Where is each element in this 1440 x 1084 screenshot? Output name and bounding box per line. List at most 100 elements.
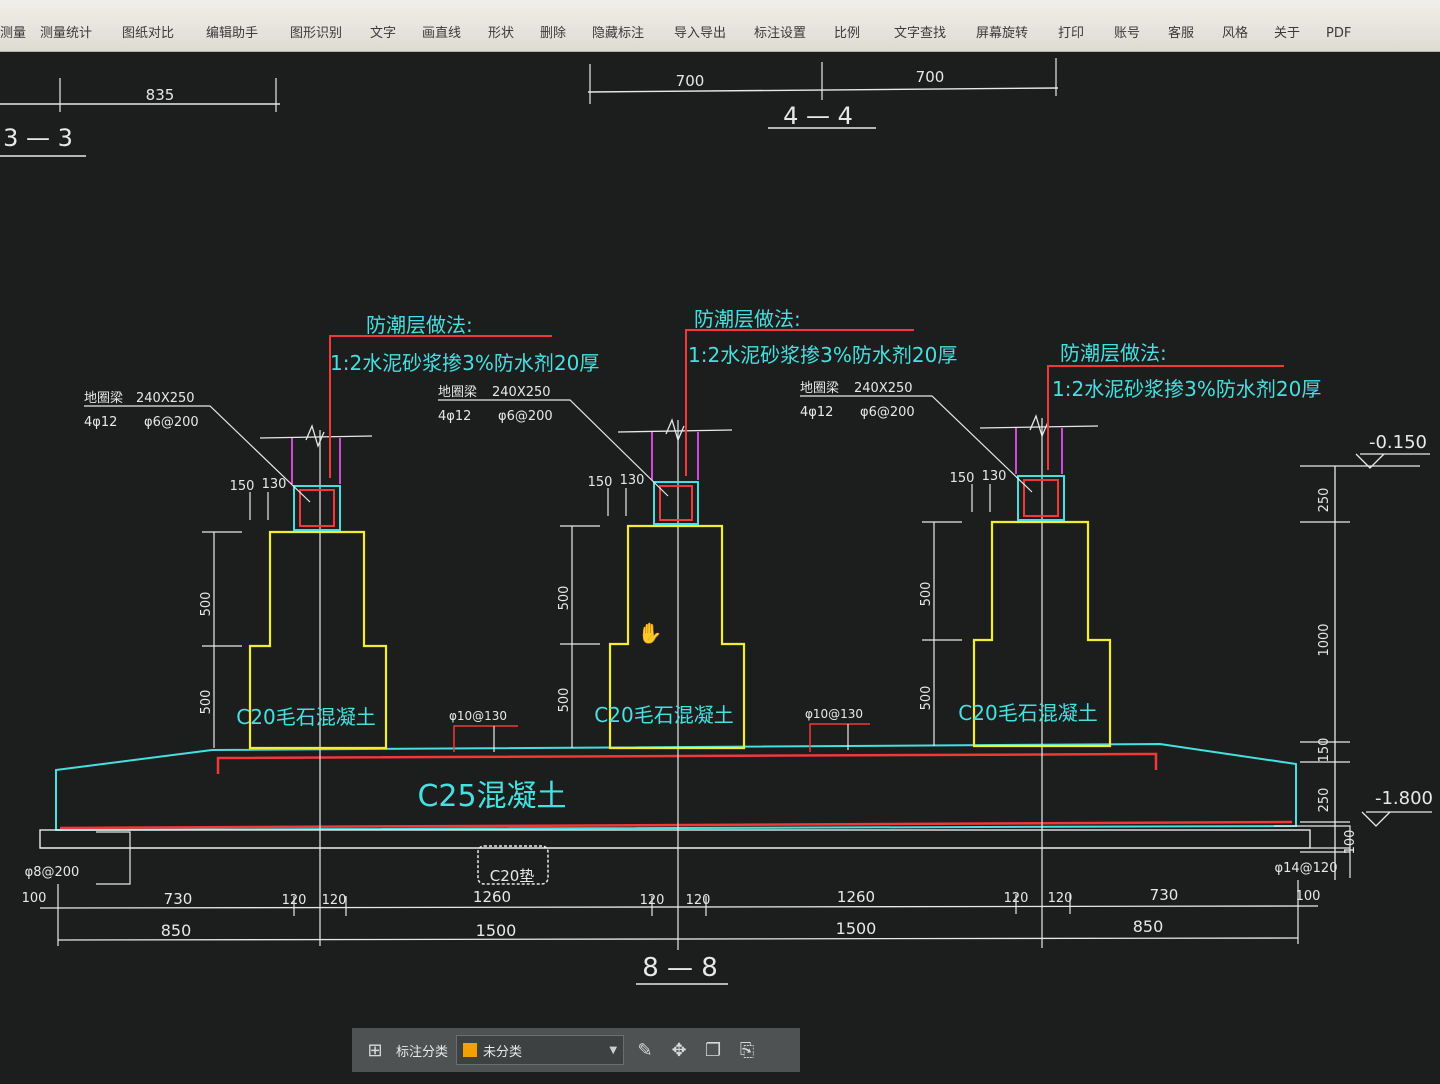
footing-label-2: C20毛石混凝土: [594, 703, 733, 727]
beam-label-2: 地圈梁: [438, 385, 477, 400]
toolbar-draw-line[interactable]: 画直线: [422, 22, 488, 41]
toolbar-label: 形状: [488, 26, 515, 41]
bdim2-4: 850: [1133, 917, 1164, 936]
bdim-5: 1260: [473, 888, 511, 906]
toolbar-label: 图形识别: [290, 26, 343, 41]
drawing-canvas[interactable]: 835 3 — 3 700 700 4 — 4 -0.150 250 1000 …: [0, 52, 1440, 1080]
toolbar-label: 比例: [834, 26, 861, 41]
bdim-2: 730: [164, 890, 193, 908]
section-title-4-4: 4 — 4: [783, 102, 853, 130]
toolbar-label: 编辑助手: [206, 26, 259, 41]
category-select[interactable]: 未分类 ▼: [456, 1035, 625, 1065]
toolbar-label: 客服: [1168, 26, 1195, 41]
toolbar-label: 文字查找: [894, 26, 947, 41]
dim-250-top: 250: [1317, 488, 1332, 513]
toolbar-label: 画直线: [422, 26, 462, 41]
elevation-bottom: -1.800: [1375, 788, 1433, 809]
spacing-label-2: φ10@130: [805, 707, 863, 721]
toolbar-label: 图纸对比: [122, 26, 175, 41]
toolbar-label: 测量统计: [40, 26, 93, 41]
toolbar-about[interactable]: 关于: [1274, 22, 1326, 41]
bdim2-3: 1500: [836, 919, 877, 938]
footing-label-1: C20毛石混凝土: [236, 705, 375, 729]
move-icon[interactable]: ✥: [671, 1039, 687, 1061]
toolbar-import-export[interactable]: 导入导出: [674, 22, 754, 41]
toolbar-shape[interactable]: 形状: [488, 22, 540, 41]
toolbar-hide-annotations[interactable]: 隐藏标注: [592, 22, 674, 41]
hand-cursor-icon: ✋: [638, 621, 663, 645]
toolbar-delete[interactable]: 删除: [540, 22, 592, 41]
toolbar-print[interactable]: 打印: [1058, 22, 1114, 41]
grid-menu-icon[interactable]: ⊞: [367, 1039, 383, 1061]
toolbar-text[interactable]: 文字: [370, 22, 422, 41]
dim-150-3: 150: [950, 471, 975, 486]
toolbar-label: PDF: [1326, 26, 1352, 41]
dim-500-3a: 500: [919, 582, 934, 607]
base-slab: C25混凝土 C20垫 φ8@200 φ14@120: [25, 742, 1351, 885]
elevation-top: -0.150: [1369, 432, 1427, 453]
footing-label-3: C20毛石混凝土: [958, 701, 1097, 725]
right-rebar: φ14@120: [1275, 861, 1338, 876]
toolbar-measure-stats[interactable]: 测量统计: [40, 22, 122, 41]
bottom-toolbar: ⊞ 标注分类 未分类 ▼ ✎ ✥ ❐ ⎘: [352, 1028, 800, 1072]
bdim-12: 100: [1296, 889, 1321, 904]
toolbar-pdf[interactable]: PDF: [1326, 26, 1366, 41]
toolbar-find-text[interactable]: 文字查找: [894, 22, 976, 41]
toolbar-scale[interactable]: 比例: [834, 22, 894, 41]
chevron-down-icon: ▼: [609, 1044, 618, 1056]
section-8-8: 8 — 8: [636, 953, 728, 985]
toolbar-edit-assistant[interactable]: 编辑助手: [206, 22, 290, 41]
toolbar-style[interactable]: 风格: [1222, 22, 1274, 41]
bdim2-1: 850: [161, 921, 192, 940]
toolbar-label: 删除: [540, 26, 567, 41]
toolbar-label: 文字: [370, 26, 397, 41]
toolbar-label: 隐藏标注: [592, 26, 645, 41]
paste-icon[interactable]: ⎘: [739, 1039, 755, 1061]
bdim-7: 120: [686, 893, 711, 908]
toolbar-support[interactable]: 客服: [1168, 22, 1222, 41]
dim-500-3b: 500: [919, 686, 934, 711]
toolbar-annotation-settings[interactable]: 标注设置: [754, 22, 834, 41]
dim-150: 150: [1317, 738, 1332, 763]
bdim-8: 1260: [837, 888, 875, 906]
edit-icon[interactable]: ✎: [637, 1039, 653, 1061]
footing-2: 防潮层做法: 1:2水泥砂浆掺3%防水剂20厚 地圈梁 240X250 4φ12…: [438, 307, 957, 950]
beam-size-3: 240X250: [854, 381, 913, 396]
beam-stirrup-1: φ6@200: [144, 415, 199, 430]
beam-stirrup-2: φ6@200: [498, 409, 553, 424]
toolbar-label: 屏幕旋转: [976, 26, 1029, 41]
beam-label-1: 地圈梁: [84, 391, 123, 406]
dim-130-3: 130: [982, 469, 1007, 484]
toolbar-label: 打印: [1058, 26, 1085, 41]
category-value: 未分类: [483, 1044, 523, 1060]
bdim-11: 730: [1150, 886, 1179, 904]
toolbar-compare[interactable]: 图纸对比: [122, 22, 206, 41]
toolbar-rotate-screen[interactable]: 屏幕旋转: [976, 22, 1058, 41]
bottom-dimensions: 100 730 120 120 1260 120 120 1260 120 12…: [22, 880, 1321, 946]
category-label: 标注分类: [396, 1044, 449, 1060]
dim-500-2b: 500: [557, 688, 572, 713]
toolbar-label: 导入导出: [674, 26, 727, 41]
dim-150-2: 150: [588, 475, 613, 490]
footing-3: 防潮层做法: 1:2水泥砂浆掺3%防水剂20厚 地圈梁 240X250 4φ12…: [800, 341, 1321, 948]
bdim-6: 120: [640, 893, 665, 908]
section-title-3-3: 3 — 3: [3, 124, 73, 152]
toolbar-account[interactable]: 账号: [1114, 22, 1168, 41]
toolbar-measure[interactable]: 测量: [0, 22, 40, 41]
copy-icon[interactable]: ❐: [704, 1039, 722, 1061]
toolbar-label: 关于: [1274, 26, 1301, 41]
beam-size-1: 240X250: [136, 391, 195, 406]
beam-main-1: 4φ12: [84, 415, 117, 430]
note-text-2: 1:2水泥砂浆掺3%防水剂20厚: [688, 343, 957, 367]
footing-1: 防潮层做法: 1:2水泥砂浆掺3%防水剂20厚 地圈梁 240X250 4φ12…: [84, 313, 599, 946]
toolbar-shape-recognition[interactable]: 图形识别: [290, 22, 370, 41]
dim-700-b: 700: [916, 68, 945, 86]
cad-drawing: 835 3 — 3 700 700 4 — 4 -0.150 250 1000 …: [0, 58, 1433, 985]
slab-label: C25混凝土: [417, 779, 566, 814]
beam-main-2: 4φ12: [438, 409, 471, 424]
beam-stirrup-3: φ6@200: [860, 405, 915, 420]
dim-150-1: 150: [230, 479, 255, 494]
spacing-label-1: φ10@130: [449, 709, 507, 723]
toolbar-label: 标注设置: [754, 26, 807, 41]
top-toolbar: 测量 测量统计 图纸对比 编辑助手 图形识别 文字 画直线 形状 删除 隐藏标注…: [0, 0, 1440, 52]
